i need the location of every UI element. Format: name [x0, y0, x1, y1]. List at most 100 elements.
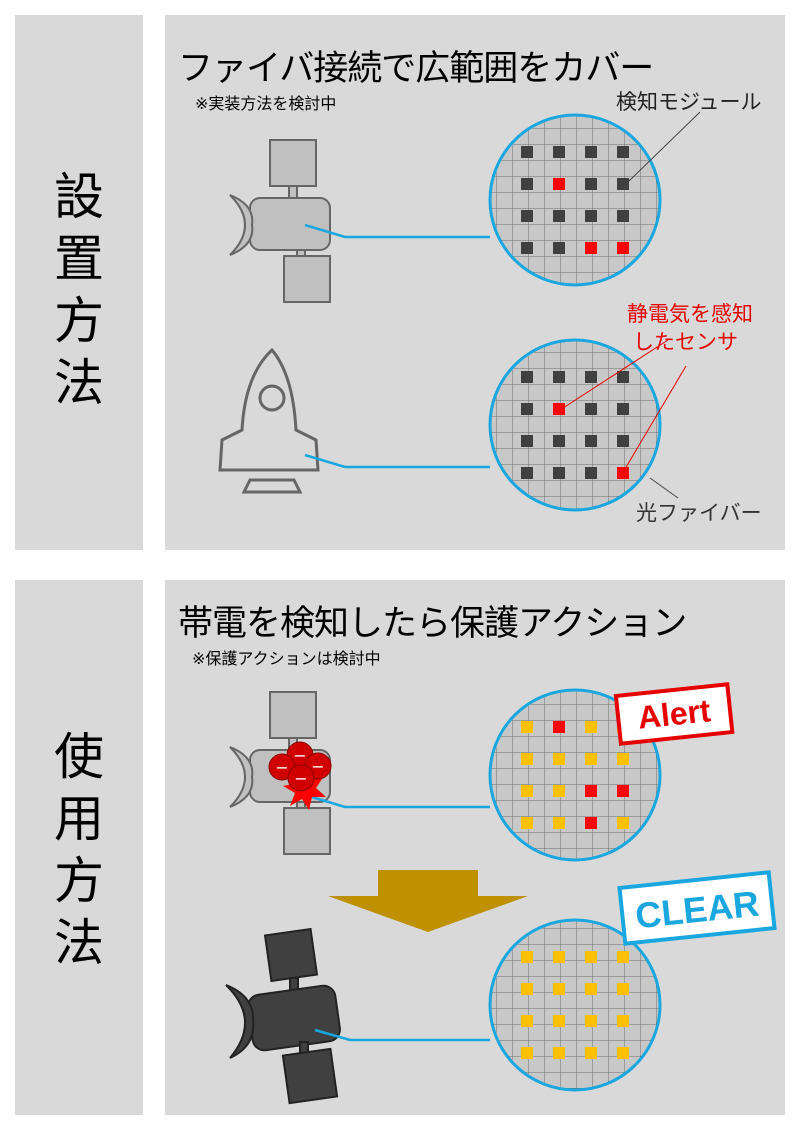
sensor-cell: [617, 210, 629, 222]
sensor-cell: [585, 785, 597, 797]
sensor-cell: [521, 785, 533, 797]
section2-label-char: 使: [54, 728, 104, 786]
sensor-cell: [521, 753, 533, 765]
sensor-cell: [553, 178, 565, 190]
charge-sign: −: [294, 769, 307, 788]
sensor-cell: [617, 242, 629, 254]
clear-stamp: CLEAR: [617, 870, 777, 946]
section2-vertical-label: 使 用 方 法: [15, 725, 143, 975]
sensor-cell: [585, 983, 597, 995]
section2-title: 帯電を検知したら保護アクション: [178, 604, 687, 644]
static-charge-icon: − − − −: [268, 741, 332, 792]
sensor-cell: [585, 753, 597, 765]
rocket-icon: [218, 347, 320, 494]
sensor-cell: [585, 178, 597, 190]
charge-sign: −: [311, 757, 324, 776]
charge-sign: −: [275, 758, 288, 777]
sensor-cell: [521, 242, 533, 254]
sensor-cell: [553, 403, 565, 415]
sensor-cell: [617, 403, 629, 415]
section1-vertical-label: 設 置 方 法: [15, 165, 143, 415]
sensor-cell: [553, 1015, 565, 1027]
sensor-cell: [553, 371, 565, 383]
section1-label-char: 方: [54, 292, 104, 350]
section1-label-char: 設: [54, 168, 104, 226]
sensor-cell: [553, 242, 565, 254]
sensor-cell: [585, 951, 597, 963]
sensor-cell: [553, 210, 565, 222]
section1-title: ファイバ接続で広範囲をカバー: [178, 49, 654, 89]
section2-label-char: 方: [54, 852, 104, 910]
sensor-cell: [585, 467, 597, 479]
callout-detection-module: 検知モジュール: [616, 90, 762, 114]
sensor-cell: [617, 146, 629, 158]
sensor-cell: [585, 1015, 597, 1027]
sensor-cell: [553, 785, 565, 797]
sensor-cell: [617, 1015, 629, 1027]
sensor-cell: [617, 753, 629, 765]
sensor-cell: [553, 817, 565, 829]
alert-stamp-text: Alert: [636, 692, 713, 735]
sensor-cell: [585, 371, 597, 383]
sensor-cell: [617, 1047, 629, 1059]
sensor-cell: [617, 371, 629, 383]
sensor-cell: [553, 951, 565, 963]
fiber-line: [304, 223, 490, 239]
sensor-cell: [585, 242, 597, 254]
sensor-cell: [521, 721, 533, 733]
section2-note: ※保護アクションは検討中: [192, 649, 381, 668]
sensor-cell: [585, 1047, 597, 1059]
sensor-cell: [585, 817, 597, 829]
leader-line-fiber: [649, 477, 679, 499]
sensor-cell: [553, 753, 565, 765]
charge-sign: −: [293, 746, 306, 765]
fiber-line: [304, 453, 490, 469]
sensor-cell: [617, 435, 629, 447]
sensor-cell: [553, 467, 565, 479]
fiber-line: [304, 793, 490, 809]
section2-label-char: 用: [54, 790, 104, 848]
section2-label-char: 法: [54, 914, 104, 972]
sensor-cell: [521, 178, 533, 190]
sensor-cell: [585, 721, 597, 733]
sensor-cell: [585, 210, 597, 222]
leader-line-module: [627, 111, 701, 183]
sensor-cell: [553, 1047, 565, 1059]
satellite-safe-icon: [225, 927, 341, 1105]
sensor-module-3: [488, 688, 662, 862]
sensor-cell: [521, 983, 533, 995]
section1-label-panel: [15, 15, 143, 550]
sensor-module-4: [488, 918, 662, 1092]
sensor-cell: [553, 721, 565, 733]
section1-label-char: 置: [54, 230, 104, 288]
sensor-cell: [521, 1015, 533, 1027]
sensor-cell: [521, 467, 533, 479]
callout-sensor-line1: 静電気を感知: [627, 302, 753, 326]
sensor-cell: [521, 951, 533, 963]
sensor-module-2: [488, 338, 662, 512]
sensor-cell: [521, 146, 533, 158]
satellite-icon: [229, 139, 331, 303]
sensor-cell: [553, 435, 565, 447]
alert-stamp: Alert: [613, 682, 735, 746]
sensor-cell: [521, 403, 533, 415]
section1-label-char: 法: [54, 354, 104, 412]
sensor-cell: [521, 210, 533, 222]
sensor-cell: [617, 983, 629, 995]
fiber-line: [314, 1028, 490, 1042]
section1-note: ※実装方法を検討中: [195, 94, 337, 113]
callout-optical-fiber: 光ファイバー: [636, 501, 762, 525]
sensor-cell: [521, 371, 533, 383]
sensor-cell: [521, 435, 533, 447]
sensor-cell: [585, 435, 597, 447]
callout-sensor-line2: したセンサ: [633, 330, 738, 354]
sensor-cell: [521, 1047, 533, 1059]
section1-content-panel: [165, 15, 785, 550]
sensor-cell: [521, 817, 533, 829]
leader-line-sensor: [621, 365, 687, 475]
sensor-cell: [585, 146, 597, 158]
sensor-cell: [585, 403, 597, 415]
leader-line-sensor: [559, 339, 669, 411]
sensor-cell: [617, 951, 629, 963]
